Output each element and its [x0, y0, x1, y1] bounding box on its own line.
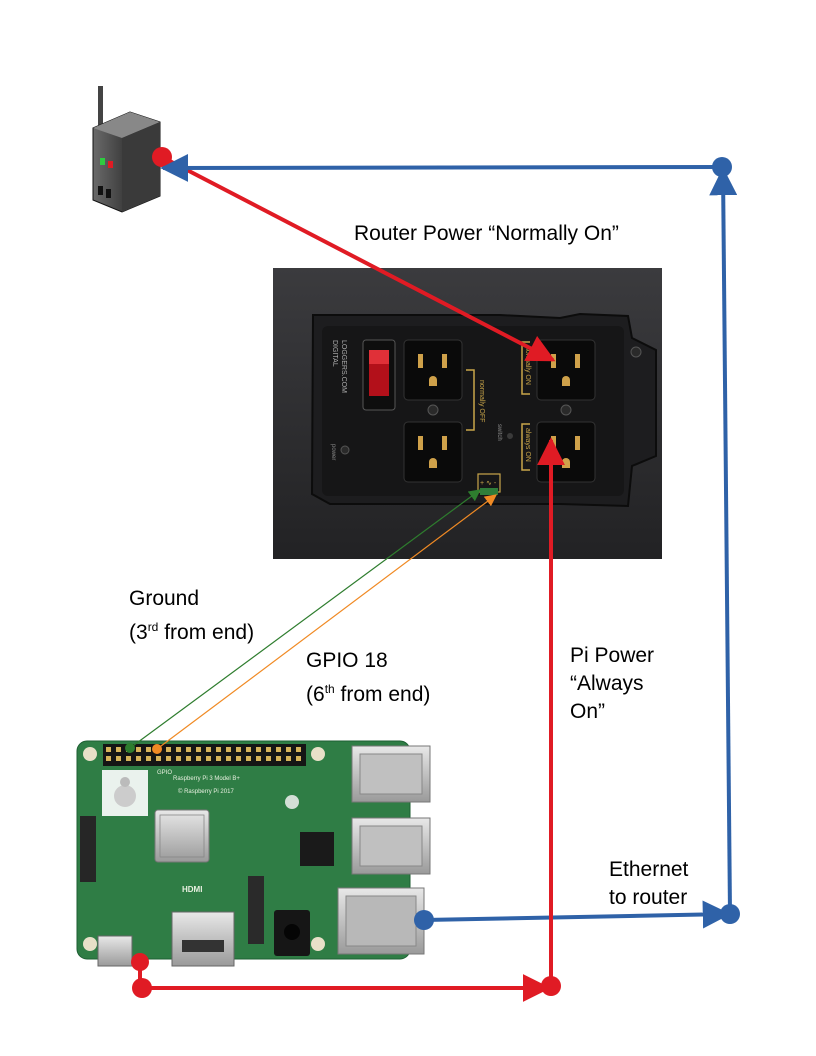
raspberry-pi-photo: Raspberry Pi 3 Model B+ © Raspberry Pi 2… — [76, 740, 431, 967]
ground-wire — [129, 489, 481, 749]
ethernet-wire-1 — [423, 900, 731, 929]
ground-label: Ground (3rd from end) — [129, 585, 254, 647]
gpio-pin — [146, 756, 151, 761]
power-label: power — [330, 444, 336, 460]
router-icon — [92, 86, 161, 213]
gpio-pin — [156, 756, 161, 761]
gpio-pin — [236, 747, 241, 752]
gpio-pin — [186, 747, 191, 752]
outlet-normally-on — [536, 339, 596, 401]
gpio-pin — [176, 747, 181, 752]
gpio-pin — [226, 747, 231, 752]
router-power-label: Router Power “Normally On” — [354, 222, 619, 245]
gpio-pin — [286, 756, 291, 761]
pi-power-label-line2: “Always — [570, 672, 644, 695]
gpio-pin — [136, 756, 141, 761]
gpio-pin — [116, 756, 121, 761]
gpio-pin — [106, 747, 111, 752]
gpio-pin — [266, 747, 271, 752]
gpio-pin — [106, 756, 111, 761]
ground-label-line1: Ground — [129, 587, 200, 610]
ground-label-pre: (3 — [129, 621, 148, 644]
power-strip-photo: DIGITAL LOGGERS.COM power — [273, 268, 662, 559]
gpio-pin — [186, 756, 191, 761]
gpio-pin — [146, 747, 151, 752]
normally-on-label: normally ON — [524, 346, 531, 385]
gpio-pin — [196, 747, 201, 752]
gpio18-label-line2: (6th from end) — [306, 675, 430, 709]
ethernet-label-line2: to router — [609, 886, 688, 909]
pi-power-endpoint-bottom — [132, 978, 152, 998]
pi-power-label-line1: Pi Power — [570, 644, 655, 667]
gpio-pin — [246, 747, 251, 752]
gpio18-label-pre: (6 — [306, 683, 325, 706]
gpio-pin — [166, 756, 171, 761]
gpio18-label-post: from end) — [334, 683, 431, 706]
gpio-pin — [216, 747, 221, 752]
gpio-pin — [256, 747, 261, 752]
gpio-pin — [236, 756, 241, 761]
gpio18-label-sup: th — [324, 682, 335, 696]
gpio-pin — [126, 756, 131, 761]
usb-port-1 — [351, 745, 431, 803]
pi-power-corner — [541, 976, 561, 996]
ground-label-sup: rd — [147, 620, 159, 634]
always-on-label: always ON — [524, 428, 531, 462]
gpio-pin — [286, 747, 291, 752]
ethernet-pi-endpoint — [414, 910, 434, 930]
gpio-pin — [226, 756, 231, 761]
ethernet-corner-top — [712, 157, 732, 177]
gpio-pin — [216, 756, 221, 761]
gpio-pin — [296, 756, 301, 761]
ethernet-label: Ethernet to router — [609, 856, 688, 912]
hdmi-silkscreen: HDMI — [182, 885, 202, 894]
ethernet-wire-2 — [709, 167, 738, 915]
gpio-pin — [136, 747, 141, 752]
gpio-silkscreen: GPIO — [157, 770, 172, 776]
gpio-pin — [206, 756, 211, 761]
raspberry-logo-icon — [102, 770, 299, 816]
gpio18-label-line1: GPIO 18 — [306, 649, 388, 672]
router-power-wire — [161, 155, 556, 362]
ground-pin-dot — [125, 743, 135, 753]
gpio-pin — [296, 747, 301, 752]
gpio-pin — [116, 747, 121, 752]
ethernet-wire-3 — [160, 153, 723, 182]
outlet-normally-off-1 — [403, 339, 463, 401]
router-power-endpoint — [152, 147, 172, 167]
outlet-normally-off-2 — [403, 421, 463, 483]
power-switch — [362, 339, 396, 411]
gpio-pin — [196, 756, 201, 761]
ethernet-corner-bottom — [720, 904, 740, 924]
gpio18-wire — [156, 494, 497, 750]
pi-power-endpoint-top — [131, 953, 149, 971]
gpio18-label: GPIO 18 (6th from end) — [306, 647, 430, 709]
gpio-pin — [266, 756, 271, 761]
gpio-pin — [276, 756, 281, 761]
gpio-pin — [166, 747, 171, 752]
pi-copyright-text: © Raspberry Pi 2017 — [178, 788, 234, 795]
gpio18-pin-dot — [152, 744, 162, 754]
outlet-always-on — [536, 421, 596, 483]
ground-label-post: from end) — [158, 621, 255, 644]
gpio-pin — [256, 756, 261, 761]
logo-text-1: DIGITAL — [331, 340, 338, 367]
logo-text-2: LOGGERS.COM — [340, 340, 347, 393]
normally-off-label: normally OFF — [478, 380, 485, 422]
ethernet-port — [337, 887, 425, 955]
signal-terminal-label: + ∿ - — [480, 480, 497, 487]
usb-port-2 — [351, 817, 431, 875]
gpio-pin — [276, 747, 281, 752]
switch-label: switch — [496, 424, 502, 441]
gpio-pin — [206, 747, 211, 752]
ground-label-line2: (3rd from end) — [129, 613, 254, 647]
pi-model-text: Raspberry Pi 3 Model B+ — [173, 776, 240, 782]
pi-power-label: Pi Power “Always On” — [570, 642, 654, 726]
gpio-pin — [176, 756, 181, 761]
pi-power-label-line3: On” — [570, 700, 606, 723]
ethernet-label-line1: Ethernet — [609, 858, 689, 881]
gpio-pin — [246, 756, 251, 761]
